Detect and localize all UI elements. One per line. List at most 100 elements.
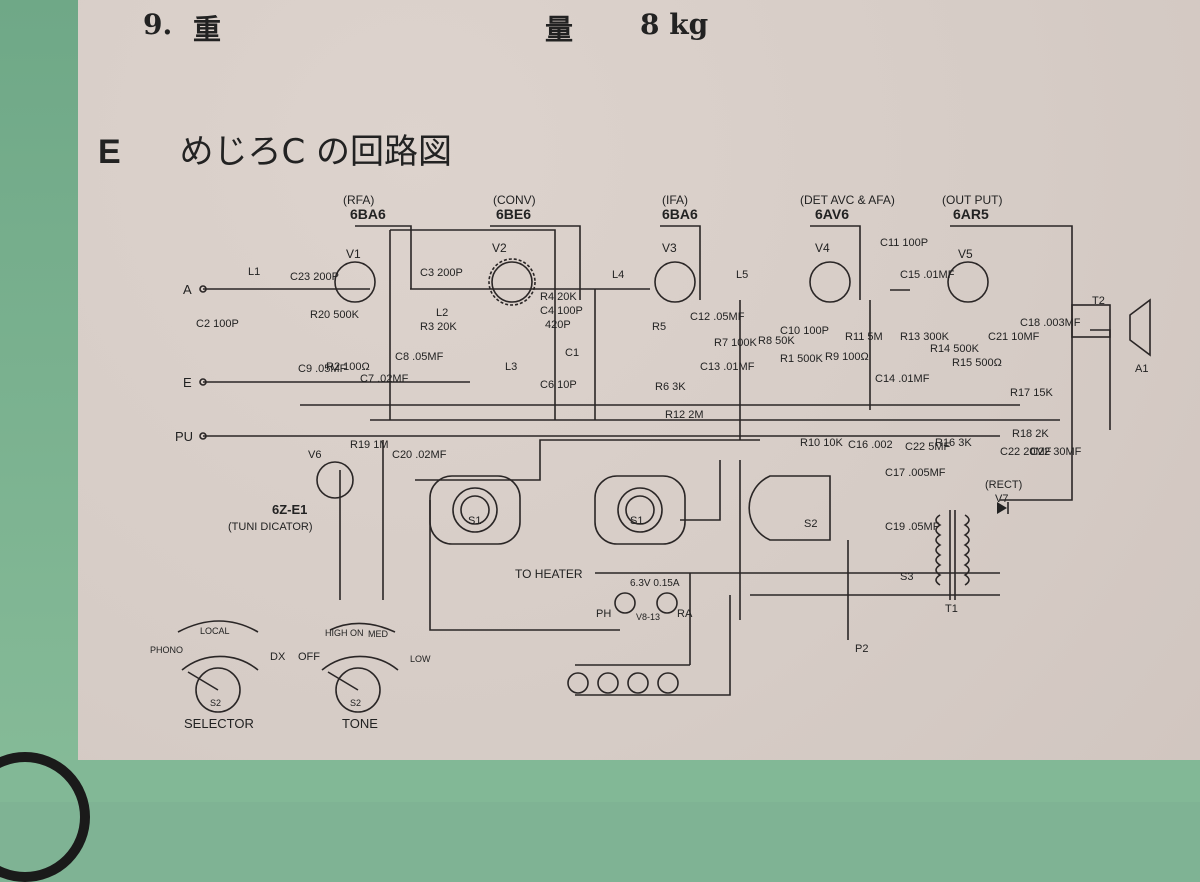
label-c11: C11 100P (880, 237, 928, 249)
document-page (78, 0, 1200, 760)
speaker-a1 (1129, 298, 1151, 357)
input-terminals: A E PU (175, 282, 207, 444)
v6-ref: V6 (308, 449, 321, 461)
spec-number: 9. (143, 8, 173, 41)
section-letter: E (98, 133, 121, 171)
tube-v4: V4 (809, 241, 851, 303)
tube-ref: V4 (815, 241, 830, 255)
label-r18: R18 2K (1012, 428, 1049, 440)
s2-label: S2 (804, 518, 817, 530)
label-s3: S3 (900, 571, 913, 583)
tube-ref: V5 (958, 247, 973, 261)
label-v7: V7 (995, 493, 1008, 505)
label-c22c: C22 30MF (1030, 446, 1082, 458)
section-heading: E めじろC の回路図 (98, 124, 452, 173)
label-r17: R17 15K (1010, 387, 1053, 399)
label-rect: (RECT) (985, 479, 1022, 491)
tube-v1: V1 (334, 247, 376, 303)
selector-switch-ref: S2 (210, 698, 221, 708)
label-c23: C23 200P (290, 271, 339, 283)
tube-v2: V2 (488, 241, 536, 306)
label-r9: R9 100Ω (825, 351, 869, 363)
label-c16: C16 .002 (848, 439, 893, 451)
band-switch-s1-right: S1 (594, 475, 686, 545)
tube-ref: V3 (662, 241, 677, 255)
label-r15: R15 500Ω (952, 357, 1002, 369)
tone-pos-med: MED (368, 629, 389, 639)
label-t2: T2 (1092, 295, 1105, 307)
label-r16: R16 3K (935, 437, 972, 449)
label-r13: R13 300K (900, 331, 950, 343)
tube-v3: V3 (654, 241, 696, 303)
label-c21: C21 10MF (988, 331, 1040, 343)
tube-function: (CONV) (493, 193, 536, 207)
label-c17: C17 .005MF (885, 467, 946, 479)
label-c8: C8 .05MF (395, 351, 444, 363)
tone-title: TONE (342, 716, 378, 731)
label-r2: R2 100Ω (326, 361, 370, 373)
section-title: めじろC の回路図 (179, 132, 453, 172)
v6-type: 6Z-E1 (272, 502, 307, 517)
label-r19: R19 1M (350, 439, 389, 451)
label-c1: C1 (565, 347, 579, 359)
label-p2: P2 (855, 643, 868, 655)
label-c6: C6 10P (540, 379, 577, 391)
label-c9: C9 .05MF (298, 363, 347, 375)
heater-label: TO HEATER (515, 567, 583, 581)
v6-function: (TUNI DICATOR) (228, 521, 313, 533)
label-c4: C4 100P (540, 305, 583, 317)
tube-function: (OUT PUT) (942, 193, 1002, 207)
selector-pos-local: LOCAL (200, 626, 230, 636)
label-a1: A1 (1135, 363, 1148, 375)
power-transformer-t1 (935, 510, 970, 600)
band-switch-s1-left: S1 (429, 475, 521, 545)
label-t1: T1 (945, 603, 958, 615)
label-r1: R1 500K (780, 353, 823, 365)
earth-terminal: E (183, 375, 192, 390)
tone-switch-ref: S2 (350, 698, 361, 708)
label-r6: R6 3K (655, 381, 686, 393)
label-c7: C7 .02MF (360, 373, 409, 385)
label-l5: L5 (736, 269, 748, 281)
tube-ref: V2 (492, 241, 507, 255)
label-l4: L4 (612, 269, 624, 281)
label-r20: R20 500K (310, 309, 360, 321)
label-c20: C20 .02MF (392, 449, 447, 461)
lamp-spec: 6.3V 0.15A (630, 578, 680, 589)
label-c19: C19 .05MF (885, 521, 940, 533)
label-c22b: C22 20MF (1000, 446, 1052, 458)
tube-type: 6BA6 (350, 206, 386, 222)
spec-value: 8 kg (640, 8, 709, 41)
tube-type: 6AV6 (815, 206, 849, 222)
tube-function: (DET AVC & AFA) (800, 193, 895, 207)
label-c3: C3 200P (420, 267, 463, 279)
tone-control: OFF HIGH ON MED LOW S2 TONE (298, 622, 431, 731)
label-r10: R10 10K (800, 437, 843, 449)
label-l2: L2 (436, 307, 448, 319)
spec-label-right: 量 (545, 13, 574, 46)
green-backdrop-bottom (0, 760, 1200, 802)
label-c5: 420P (545, 319, 571, 331)
wiring (203, 225, 1111, 696)
label-r12: R12 2M (665, 409, 704, 421)
tube-v5: V5 (947, 247, 989, 303)
selector-title: SELECTOR (184, 716, 254, 731)
green-backdrop-left (0, 0, 78, 802)
label-r8: R8 50K (758, 335, 795, 347)
component-labels: C2 100P L1 C23 200P R20 500K R2 100Ω C7 … (196, 237, 1148, 655)
label-c10: C10 100P (780, 325, 829, 337)
tube-function: (IFA) (662, 193, 688, 207)
lamp-ra: RA (677, 608, 693, 620)
rectifier-diode-v7 (997, 502, 1009, 514)
label-r7: R7 100K (714, 337, 757, 349)
output-transformer-t2 (1071, 304, 1111, 338)
label-l3: L3 (505, 361, 517, 373)
tone-pos-high: HIGH ON (325, 628, 364, 638)
label-r5: R5 (652, 321, 666, 333)
spec-label-left: 重 (193, 13, 222, 46)
label-r3: R3 20K (420, 321, 457, 333)
label-c12: C12 .05MF (690, 311, 745, 323)
label-l1: L1 (248, 266, 260, 278)
circuit-schematic: (RFA) 6BA6 (CONV) 6BE6 (IFA) 6BA6 (DET A… (150, 193, 1151, 731)
label-c18: C18 .003MF (1020, 317, 1081, 329)
